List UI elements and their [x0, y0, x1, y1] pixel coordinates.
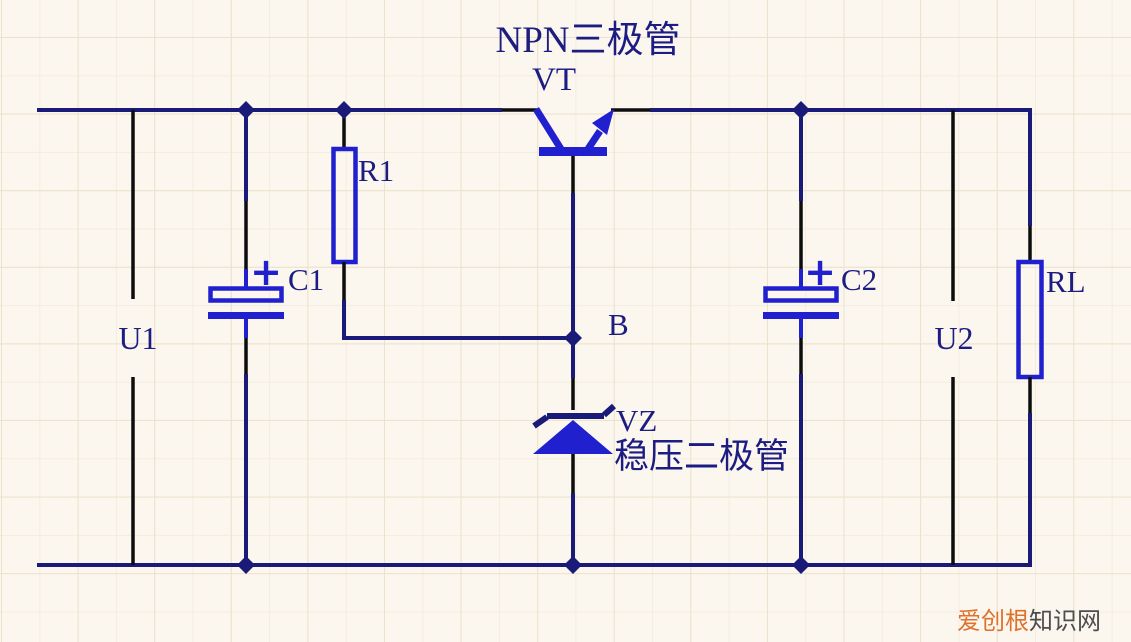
junction-dot: [237, 101, 255, 119]
vt-label: VT: [532, 62, 576, 98]
c1-plus-icon: +: [250, 250, 282, 294]
rl-label: RL: [1046, 264, 1086, 299]
c2-label: C2: [841, 262, 877, 297]
u2-label: U2: [934, 320, 973, 356]
vt-emitter-arrow-icon: [592, 109, 614, 135]
junction-dot: [792, 101, 810, 119]
u1-label: U1: [118, 320, 157, 356]
r1-resistor: R1: [331, 112, 571, 340]
c1-capacitor: + C1: [208, 110, 324, 565]
junction-dot: [237, 556, 255, 574]
vt-collector: [533, 107, 564, 151]
junction-dot: [564, 329, 582, 347]
transistor-type-label: NPN三极管: [495, 19, 680, 61]
vt-transistor: NPN三极管 VT B: [495, 19, 680, 342]
r1-label: R1: [358, 153, 394, 188]
watermark-brand: 爱创根: [957, 608, 1029, 635]
vz-cathode-tick-right: [601, 403, 617, 418]
r1-to-base-wire: [342, 300, 571, 340]
rl-body: [1016, 259, 1044, 380]
junction-dot: [335, 101, 353, 119]
vz-cathode-tick-left: [532, 414, 549, 429]
u1-input-branch: U1: [118, 110, 158, 565]
zener-type-label: 稳压二极管: [614, 437, 789, 476]
vt-base-bar: [539, 147, 607, 156]
watermark-suffix: 知识网: [1029, 608, 1101, 635]
vz-label: VZ: [616, 403, 657, 438]
junction-dot: [564, 556, 582, 574]
c1-top-plate: [208, 286, 284, 303]
junction-dots: [237, 101, 810, 574]
vz-anode-triangle: [533, 420, 613, 454]
c2-plus-icon: +: [804, 250, 836, 294]
rl-load-resistor: RL: [1016, 108, 1086, 567]
c1-label: C1: [288, 262, 324, 297]
c2-capacitor: + C2: [763, 110, 877, 565]
watermark: 爱创根知识网: [957, 608, 1101, 635]
u2-output-branch: U2: [934, 110, 974, 565]
c2-top-plate: [763, 286, 839, 303]
r1-body: [331, 146, 358, 265]
base-node-label: B: [608, 307, 629, 342]
junction-dot: [792, 556, 810, 574]
vz-zener-diode: VZ 稳压二极管: [532, 338, 789, 565]
